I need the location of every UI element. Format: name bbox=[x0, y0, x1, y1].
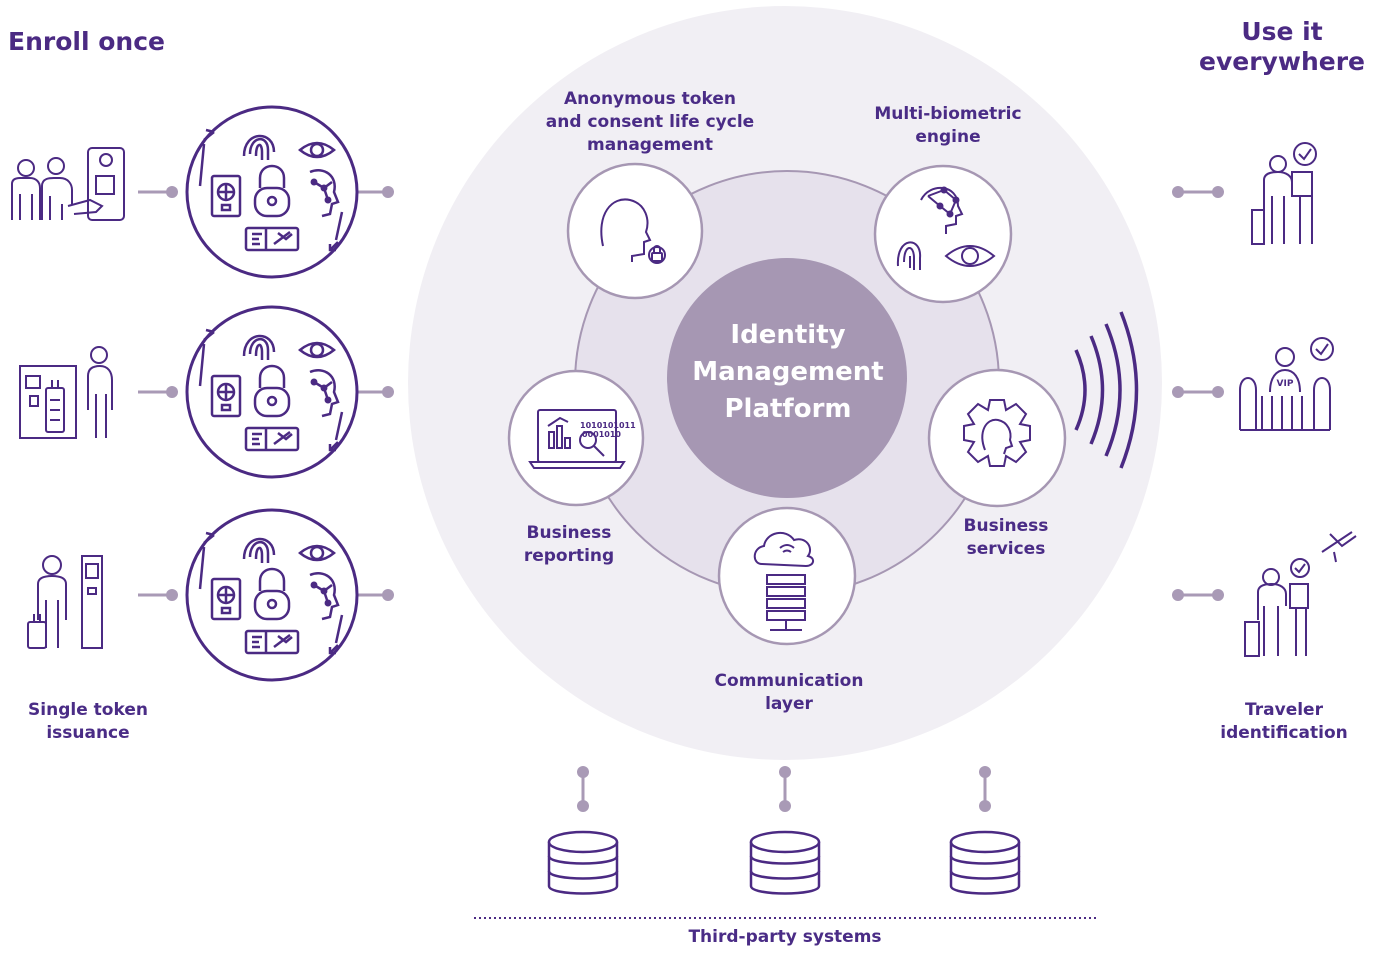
third-party-caption: Third-party systems bbox=[640, 926, 930, 949]
token-label-line1: Anonymous token bbox=[564, 89, 736, 109]
anonymous-head-icon bbox=[600, 198, 666, 264]
reporting-module-label: Business reporting bbox=[499, 522, 639, 568]
traveler-identification-caption: Traveler identification bbox=[1200, 699, 1368, 745]
biometric-module-label: Multi-biometric engine bbox=[848, 103, 1048, 149]
laptop-report-icon bbox=[528, 409, 626, 469]
wireless-signal-icon bbox=[1074, 311, 1139, 469]
use-everywhere-line2: everywhere bbox=[1199, 47, 1365, 76]
enroll-connector-1 bbox=[138, 186, 394, 198]
identify-row-3 bbox=[1170, 531, 1357, 657]
enroll-badge-1 bbox=[185, 105, 359, 279]
enroll-row-1 bbox=[11, 105, 394, 279]
binary-text-1: 1010101011 bbox=[580, 421, 636, 430]
token-label-line3: management bbox=[587, 135, 713, 155]
identify-row-1 bbox=[1170, 142, 1317, 245]
token-module-label: Anonymous token and consent life cycle m… bbox=[530, 88, 770, 157]
identify-row-2: VIP bbox=[1170, 337, 1334, 431]
enroll-connector-2 bbox=[138, 386, 394, 398]
biometric-module[interactable] bbox=[873, 164, 1013, 304]
reporting-module[interactable]: 1010101011 0001010 bbox=[507, 369, 645, 507]
vip-label: VIP bbox=[1277, 379, 1294, 389]
communication-module[interactable] bbox=[717, 506, 857, 646]
platform-title-line2: Management bbox=[692, 357, 884, 387]
enroll-row-2 bbox=[19, 305, 394, 479]
traveler-id-line2: identification bbox=[1220, 723, 1348, 743]
platform-title-line1: Identity bbox=[730, 320, 846, 350]
enroll-once-heading: Enroll once bbox=[8, 27, 165, 57]
token-label-line2: and consent life cycle bbox=[545, 112, 755, 132]
single-token-caption: Single token issuance bbox=[8, 699, 168, 745]
identify-connector-1 bbox=[1170, 184, 1226, 200]
biometric-label-line2: engine bbox=[915, 127, 981, 147]
identify-connector-2 bbox=[1170, 384, 1226, 400]
enroll-once-text: Enroll once bbox=[8, 27, 165, 56]
cloud-server-icon bbox=[753, 531, 814, 631]
enroll-badge-3 bbox=[185, 508, 359, 682]
comm-label-line2: layer bbox=[765, 694, 813, 714]
biometric-label-line1: Multi-biometric bbox=[874, 104, 1022, 124]
vip-traveler-icon bbox=[1239, 337, 1334, 431]
reporting-label-line1: Business bbox=[526, 523, 612, 543]
traveler-id-line1: Traveler bbox=[1245, 700, 1323, 720]
kiosk-traveler-icon bbox=[19, 346, 113, 439]
gear-icon bbox=[963, 399, 1031, 467]
enroll-badge-2 bbox=[185, 305, 359, 479]
single-token-line1: Single token bbox=[28, 700, 148, 720]
platform-core bbox=[667, 258, 907, 498]
communication-module-label: Communication layer bbox=[689, 670, 889, 716]
third-party-systems bbox=[474, 766, 1097, 919]
services-module[interactable] bbox=[927, 368, 1067, 508]
database-icon bbox=[547, 830, 619, 895]
services-module-label: Business services bbox=[936, 515, 1076, 561]
traveler-phone-icon bbox=[11, 147, 125, 221]
platform-title-line3: Platform bbox=[724, 394, 852, 424]
services-label-line1: Business bbox=[963, 516, 1049, 536]
comm-label-line1: Communication bbox=[714, 671, 864, 691]
third-party-db-3 bbox=[949, 766, 1021, 895]
database-icon bbox=[749, 830, 821, 895]
single-token-line2: issuance bbox=[46, 723, 130, 743]
traveler-luggage-icon bbox=[27, 555, 103, 649]
enroll-row-3 bbox=[27, 508, 394, 682]
fingerprint-icon bbox=[896, 241, 922, 270]
binary-text-2: 0001010 bbox=[582, 430, 621, 439]
third-party-text: Third-party systems bbox=[688, 927, 882, 947]
platform-title: Identity Management Platform bbox=[668, 317, 908, 428]
third-party-db-1 bbox=[547, 766, 619, 895]
checked-traveler-icon bbox=[1251, 142, 1317, 245]
traveler-airplane-icon bbox=[1244, 531, 1357, 657]
reporting-label-line2: reporting bbox=[523, 546, 615, 566]
token-module[interactable] bbox=[566, 162, 704, 300]
use-everywhere-line1: Use it bbox=[1241, 17, 1323, 46]
use-everywhere-heading: Use it everywhere bbox=[1186, 17, 1378, 77]
database-icon bbox=[949, 830, 1021, 895]
enroll-connector-3 bbox=[138, 589, 394, 601]
identify-connector-3 bbox=[1170, 587, 1226, 603]
services-label-line2: services bbox=[966, 539, 1046, 559]
third-party-db-2 bbox=[749, 766, 821, 895]
biometric-face-icon bbox=[920, 186, 964, 234]
eye-icon bbox=[944, 245, 996, 267]
